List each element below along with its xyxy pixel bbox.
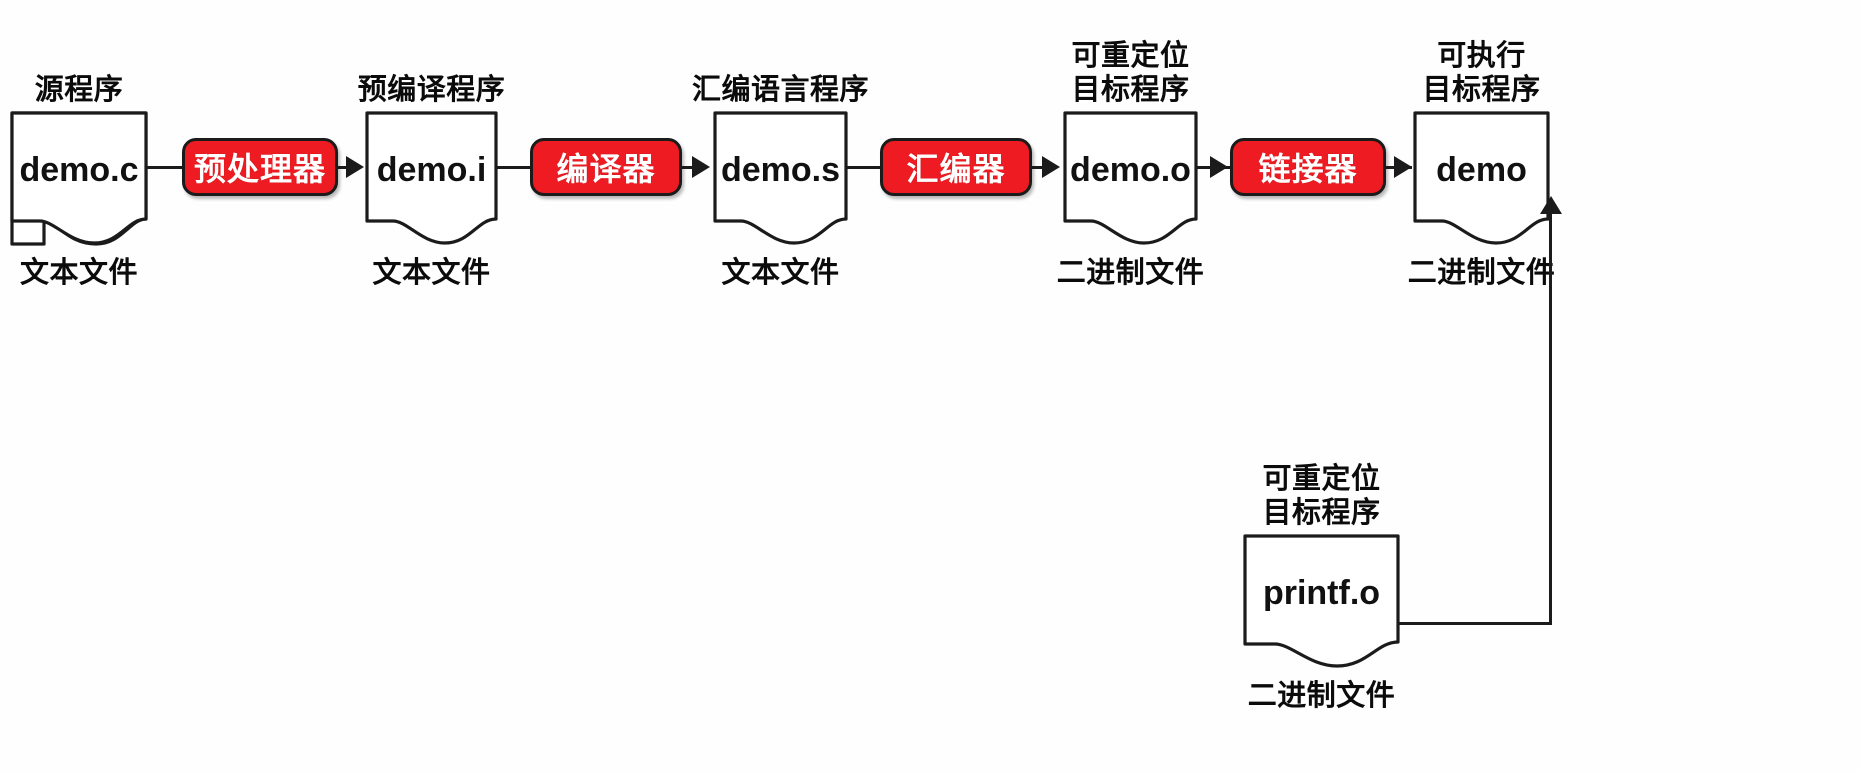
file-name-demo: demo <box>1436 151 1527 189</box>
arrowhead-to-demo-o <box>1042 156 1060 178</box>
file-node-printf-o[interactable]: 可重定位 目标程序 printf.o 二进制文件 <box>1243 463 1400 712</box>
file-name-printf-o: printf.o <box>1262 574 1381 612</box>
file-name-demo-i: demo.i <box>376 151 487 189</box>
connector-printf-o-vertical <box>1549 212 1552 624</box>
document-icon <box>1063 111 1198 246</box>
file-name-demo-c: demo.c <box>19 151 139 189</box>
file-caption-top-line2-demo-o: 目标程序 <box>1071 73 1190 106</box>
document-icon <box>10 111 148 246</box>
process-label-assembler: 汇编器 <box>906 151 1006 187</box>
file-caption-bottom-demo-i: 文本文件 <box>372 257 491 289</box>
file-caption-top-line2-printf-o: 目标程序 <box>1262 496 1381 529</box>
process-label-preprocessor: 预处理器 <box>193 151 326 187</box>
file-node-demo-i[interactable]: 预编译程序 demo.i 文本文件 <box>358 74 505 289</box>
arrowhead-to-demo-i <box>346 156 364 178</box>
file-node-demo-o[interactable]: 可重定位 目标程序 demo.o 二进制文件 <box>1057 40 1204 289</box>
process-label-linker: 链接器 <box>1258 151 1358 187</box>
document-icon <box>1413 111 1550 246</box>
diagram-title <box>0 0 1860 8</box>
process-label-compiler: 编译器 <box>556 151 656 187</box>
process-node-linker[interactable]: 链接器 <box>1230 138 1386 196</box>
arrowhead-to-linker-from-printf-o <box>1540 196 1562 214</box>
document-icon <box>1243 534 1400 669</box>
process-node-preprocessor[interactable]: 预处理器 <box>182 138 338 196</box>
file-caption-bottom-printf-o: 二进制文件 <box>1247 680 1396 712</box>
file-caption-top-line1-demo: 可执行 <box>1437 39 1526 72</box>
file-caption-top-demo: 可执行 目标程序 <box>1422 39 1540 107</box>
process-node-compiler[interactable]: 编译器 <box>530 138 682 196</box>
file-caption-top-line1-printf-o: 可重定位 <box>1262 462 1381 495</box>
arrowhead-to-linker <box>1210 156 1228 178</box>
process-node-assembler[interactable]: 汇编器 <box>880 138 1032 196</box>
connector-printf-o-horizontal <box>1398 622 1552 625</box>
arrowhead-to-demo <box>1394 156 1412 178</box>
file-caption-top-demo-i: 预编译程序 <box>357 73 506 106</box>
file-caption-top-line1-demo-o: 可重定位 <box>1071 39 1190 72</box>
file-caption-top-line2-demo: 目标程序 <box>1422 73 1541 106</box>
file-caption-top-printf-o: 可重定位 目标程序 <box>1262 462 1380 530</box>
file-node-demo-c[interactable]: 源程序 demo.c 文本文件 <box>10 74 148 289</box>
connector-demo-c-to-preprocessor <box>146 166 186 169</box>
file-caption-bottom-demo-o: 二进制文件 <box>1056 257 1205 289</box>
file-name-demo-s: demo.s <box>720 151 841 189</box>
document-icon <box>365 111 498 246</box>
arrowhead-to-demo-s <box>692 156 710 178</box>
file-caption-bottom-demo: 二进制文件 <box>1407 257 1556 289</box>
document-icon <box>713 111 848 246</box>
file-caption-top-demo-o: 可重定位 目标程序 <box>1071 39 1189 107</box>
file-caption-top-demo-c: 源程序 <box>34 73 124 106</box>
file-caption-bottom-demo-c: 文本文件 <box>19 257 139 289</box>
connector-demo-i-to-compiler <box>496 166 536 169</box>
file-caption-bottom-demo-s: 文本文件 <box>721 257 840 289</box>
file-name-demo-o: demo.o <box>1070 151 1191 189</box>
file-node-demo[interactable]: 可执行 目标程序 demo 二进制文件 <box>1408 40 1555 289</box>
connector-demo-s-to-assembler <box>846 166 886 169</box>
file-node-demo-s[interactable]: 汇编语言程序 demo.s 文本文件 <box>692 74 869 289</box>
file-caption-top-demo-s: 汇编语言程序 <box>691 73 870 106</box>
